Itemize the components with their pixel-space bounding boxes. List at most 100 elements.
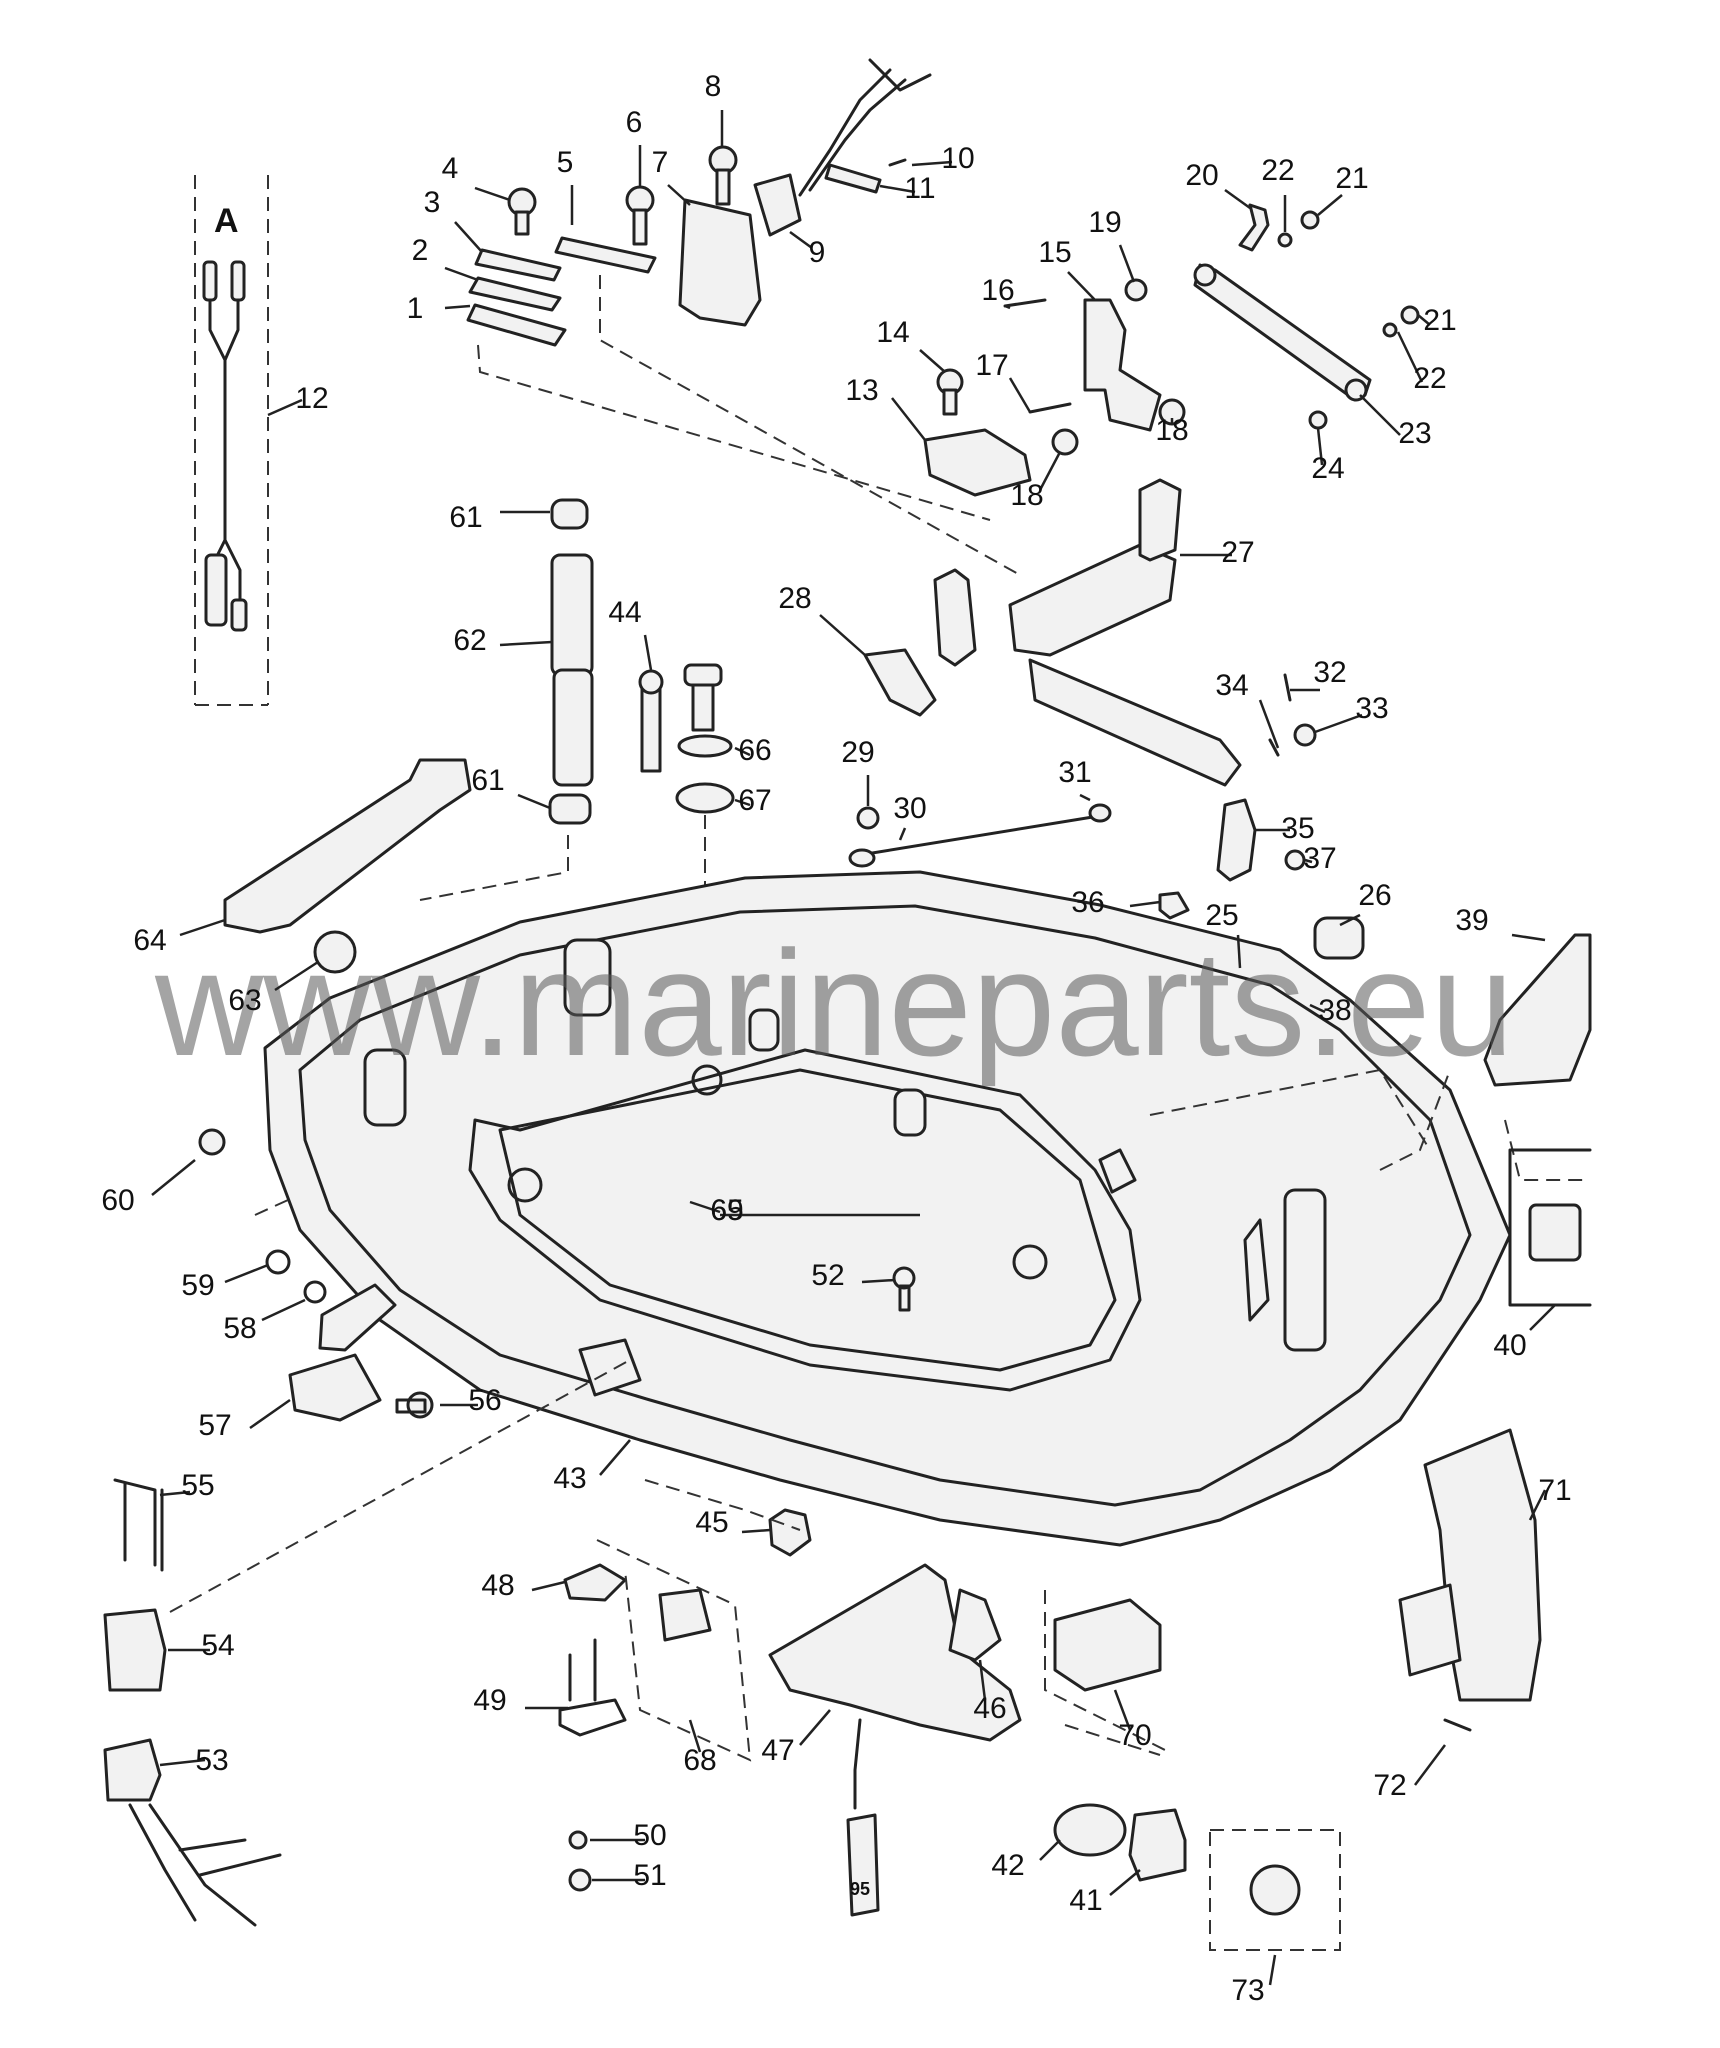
callout-leader bbox=[1129, 900, 1161, 908]
callout-label-25: 25 bbox=[1205, 899, 1238, 932]
callout-label-36: 36 bbox=[1071, 886, 1104, 919]
callout-label-6: 6 bbox=[626, 106, 643, 139]
callout-label-23: 23 bbox=[1398, 417, 1431, 450]
lower-center-parts: 95 bbox=[558, 1266, 1341, 1951]
right-side-parts bbox=[1398, 933, 1592, 1732]
inset-a: A bbox=[194, 175, 269, 706]
callout-label-19: 19 bbox=[1088, 206, 1121, 239]
callout-label-62: 62 bbox=[453, 624, 486, 657]
callout-leader bbox=[1359, 394, 1401, 436]
tube-assembly bbox=[419, 498, 735, 1060]
callout-leader bbox=[667, 184, 691, 206]
callout-label-60: 60 bbox=[101, 1184, 134, 1217]
callout-label-17: 17 bbox=[975, 349, 1008, 382]
callout-leader bbox=[444, 304, 471, 310]
tube-label: 95 bbox=[850, 1879, 870, 1899]
callout-label-67: 67 bbox=[738, 784, 771, 817]
callout-leader bbox=[891, 397, 926, 441]
callout-label-43: 43 bbox=[553, 1462, 586, 1495]
callout-label-2: 2 bbox=[412, 234, 429, 267]
lower-left-parts bbox=[103, 1128, 631, 1927]
callout-leader bbox=[1118, 244, 1136, 283]
callout-leader bbox=[159, 1758, 206, 1767]
callout-leader bbox=[789, 230, 813, 250]
callout-label-68: 68 bbox=[683, 1744, 716, 1777]
callout-leader bbox=[1339, 913, 1361, 927]
callout-label-53: 53 bbox=[195, 1744, 228, 1777]
callout-label-33: 33 bbox=[1355, 692, 1388, 725]
callout-label-3: 3 bbox=[424, 186, 441, 219]
callout-leader bbox=[689, 1200, 721, 1214]
inset-letter: A bbox=[214, 202, 239, 240]
callout-leader bbox=[978, 1659, 987, 1701]
callout-leader bbox=[1079, 793, 1091, 802]
callout-leader bbox=[1039, 1839, 1061, 1861]
callout-label-65: 65 bbox=[710, 1194, 743, 1227]
callout-label-48: 48 bbox=[481, 1569, 514, 1602]
callout-label-28: 28 bbox=[778, 582, 811, 615]
callout-label-9: 9 bbox=[809, 236, 826, 269]
callout-leader bbox=[1258, 699, 1280, 749]
callout-label-44: 44 bbox=[608, 596, 641, 629]
callout-label-31: 31 bbox=[1058, 756, 1091, 789]
callout-leader bbox=[1316, 427, 1324, 466]
callout-label-47: 47 bbox=[761, 1734, 794, 1767]
callout-label-41: 41 bbox=[1069, 1884, 1102, 1917]
callout-leader bbox=[1529, 1304, 1556, 1331]
callout-label-50: 50 bbox=[633, 1819, 666, 1852]
callout-leader bbox=[1414, 1744, 1446, 1786]
callout-label-66: 66 bbox=[738, 734, 771, 767]
callout-leader bbox=[444, 266, 479, 282]
callout-label-61: 61 bbox=[449, 501, 482, 534]
callout-label-21: 21 bbox=[1423, 304, 1456, 337]
callout-label-30: 30 bbox=[893, 792, 926, 825]
callout-leader bbox=[898, 827, 907, 841]
callout-leader bbox=[1314, 713, 1363, 734]
callout-label-51: 51 bbox=[633, 1859, 666, 1892]
callout-label-37: 37 bbox=[1303, 842, 1336, 875]
callout-leader bbox=[1224, 188, 1251, 210]
callout-label-10: 10 bbox=[941, 142, 974, 175]
callout-leader bbox=[688, 1719, 702, 1753]
callout-label-22: 22 bbox=[1413, 362, 1446, 395]
callout-label-27: 27 bbox=[1221, 536, 1254, 569]
callout-label-26: 26 bbox=[1358, 879, 1391, 912]
callout-label-38: 38 bbox=[1318, 994, 1351, 1027]
callout-label-73: 73 bbox=[1231, 1974, 1264, 2007]
callout-leader bbox=[499, 640, 553, 647]
callout-label-20: 20 bbox=[1185, 159, 1218, 192]
callout-label-11: 11 bbox=[904, 172, 935, 205]
callout-label-15: 15 bbox=[1038, 236, 1071, 269]
callout-label-42: 42 bbox=[991, 1849, 1024, 1882]
watermark: www.marineparts.eu bbox=[154, 919, 1514, 1087]
callout-leader bbox=[1396, 331, 1424, 383]
callout-label-71: 71 bbox=[1538, 1474, 1571, 1507]
callout-leader bbox=[1004, 304, 1011, 310]
callout-leader bbox=[261, 1298, 306, 1322]
callout-label-57: 57 bbox=[198, 1409, 231, 1442]
callout-leader bbox=[1113, 1689, 1132, 1731]
callout-leader bbox=[1008, 377, 1032, 413]
callout-leader bbox=[741, 1528, 771, 1534]
callout-label-39: 39 bbox=[1455, 904, 1488, 937]
callout-label-45: 45 bbox=[695, 1506, 728, 1539]
callout-label-1: 1 bbox=[407, 292, 424, 325]
callout-leader bbox=[1309, 1003, 1326, 1014]
callout-leader bbox=[919, 349, 946, 373]
callout-label-40: 40 bbox=[1493, 1329, 1526, 1362]
callout-leader bbox=[1304, 858, 1313, 864]
callout-leader bbox=[531, 1580, 566, 1592]
callout-label-34: 34 bbox=[1215, 669, 1248, 702]
callout-label-59: 59 bbox=[181, 1269, 214, 1302]
callout-label-70: 70 bbox=[1118, 1719, 1151, 1752]
callout-leader bbox=[734, 798, 751, 807]
callout-label-13: 13 bbox=[845, 374, 878, 407]
bottom-cowl bbox=[263, 870, 1512, 1547]
throttle-linkage bbox=[923, 203, 1420, 497]
callout-label-52: 52 bbox=[811, 1259, 844, 1292]
bracket-assembly bbox=[466, 58, 1021, 576]
callout-label-16: 16 bbox=[981, 274, 1014, 307]
callout-leader bbox=[1236, 934, 1242, 969]
callout-leader bbox=[819, 614, 866, 656]
